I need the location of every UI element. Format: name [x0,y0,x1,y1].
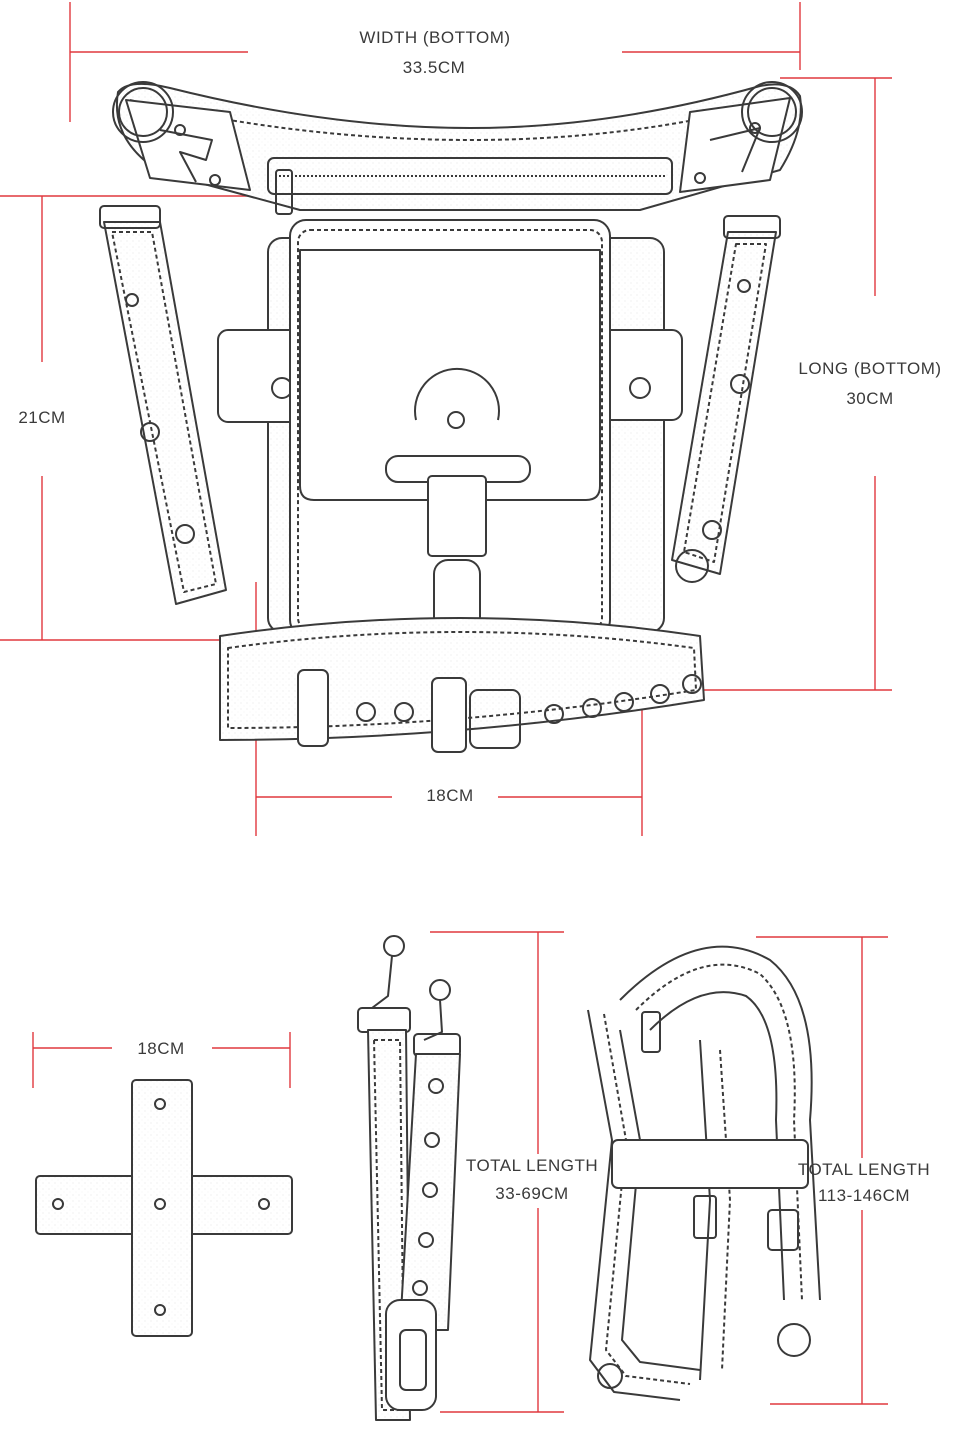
short-strap-sketch [357,935,461,1421]
long-strap-sketch [587,945,821,1401]
short-strap-title: TOTAL LENGTH [465,1156,599,1175]
long-strap-value: 113-146CM [817,1186,911,1205]
width-value: 33.5CM [402,58,466,77]
long-title: LONG (BOTTOM) [798,359,942,378]
cross-plate-sketch [35,1079,293,1337]
long-strap-title: TOTAL LENGTH [797,1160,931,1179]
short-strap-value: 33-69CM [495,1184,569,1203]
height-value: 21CM [18,408,66,427]
long-value: 30CM [846,389,894,408]
plate-value: 18CM [137,1039,185,1058]
leg-bag-sketch [99,81,803,753]
width-title: WIDTH (BOTTOM) [359,28,511,47]
belt-value: 18CM [426,786,474,805]
